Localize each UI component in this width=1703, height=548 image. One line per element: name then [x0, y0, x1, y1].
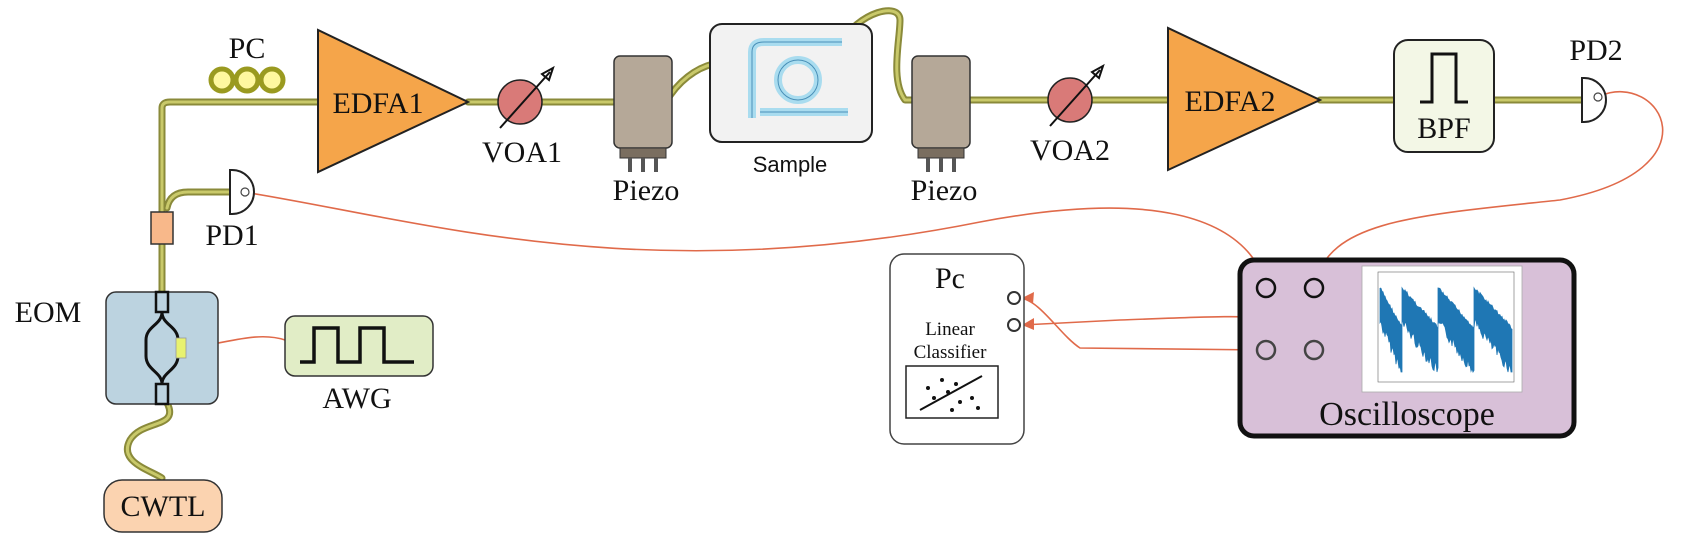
pc-computer-label: Pc	[935, 262, 965, 295]
awg-generator: AWG	[284, 315, 434, 415]
cwtl-laser: CWTL	[103, 479, 223, 533]
pc-input-port-2	[1007, 318, 1021, 332]
eom-label: EOM	[15, 296, 82, 329]
fiber-eom-edfa1-core	[160, 100, 324, 294]
voa1-attenuator: VOA1	[482, 65, 562, 169]
oscilloscope-trace-icon	[1361, 265, 1523, 393]
fiber-sample-piezo-right-core	[836, 9, 927, 102]
piezo-stage-icon	[911, 55, 971, 149]
laser-icon	[103, 479, 223, 533]
edfa1-label: EDFA1	[332, 87, 423, 120]
wire-pd1-oscilloscope	[243, 191, 1266, 281]
cwtl-label: CWTL	[121, 490, 206, 523]
voa1-label: VOA1	[482, 136, 562, 169]
sample-label: Sample	[753, 152, 828, 177]
pc-polarization-label: PC	[229, 32, 266, 65]
ring-resonator-icon	[748, 38, 848, 118]
eom-modulator: EOM	[15, 290, 219, 406]
photodiode-pd1: PD1	[205, 169, 259, 252]
polarization-controller-icon	[208, 66, 286, 94]
awg-label: AWG	[322, 382, 391, 415]
attenuator-icon	[1047, 77, 1093, 123]
piezo-stage-icon	[613, 55, 673, 149]
pd2-label: PD2	[1569, 34, 1622, 67]
piezo-right: Piezo	[911, 55, 978, 207]
bandpass-filter: BPF	[1393, 39, 1495, 153]
piezo-left-label: Piezo	[613, 174, 680, 207]
bandpass-filter-icon	[1420, 52, 1468, 104]
pd1-label: PD1	[205, 219, 258, 252]
piezo-left: Piezo	[613, 55, 680, 207]
oscilloscope-output-2	[1303, 339, 1325, 361]
scatter-classifier-icon	[905, 365, 999, 419]
amplifier-icon	[1167, 26, 1323, 172]
classifier-label-line2: Classifier	[914, 342, 987, 363]
fiber-coupler	[150, 211, 174, 245]
piezo-right-label: Piezo	[911, 174, 978, 207]
oscilloscope-input-ch2	[1303, 277, 1325, 299]
photodiode-icon	[1581, 77, 1607, 123]
edfa2-amplifier: EDFA2	[1167, 26, 1323, 172]
oscilloscope: Oscilloscope	[1237, 257, 1577, 439]
voa2-attenuator: VOA2	[1030, 63, 1110, 167]
oscilloscope-input-ch1	[1255, 277, 1277, 299]
pc-computer: Pc Linear Classifier	[889, 253, 1025, 445]
pc-input-port-1	[1007, 291, 1021, 305]
classifier-label-line1: Linear	[925, 319, 975, 340]
edfa1-amplifier: EDFA1	[317, 28, 471, 174]
wire-pd2-oscilloscope	[1315, 90, 1664, 283]
oscilloscope-output-1	[1255, 339, 1277, 361]
bpf-label: BPF	[1417, 112, 1470, 145]
arrow-osc-pc-1	[1022, 292, 1034, 304]
photodiode-pd2: PD2	[1569, 34, 1623, 123]
fiber-coupler-pd1-core	[165, 190, 234, 210]
edfa2-label: EDFA2	[1184, 85, 1275, 118]
amplifier-icon	[317, 28, 471, 174]
modulator-icon	[144, 290, 187, 406]
arrow-osc-pc-2	[1022, 318, 1034, 330]
voa2-label: VOA2	[1030, 134, 1110, 167]
oscilloscope-label: Oscilloscope	[1319, 396, 1495, 433]
sample-chip: Sample	[709, 23, 873, 177]
square-wave-icon	[300, 326, 414, 364]
attenuator-icon	[497, 79, 543, 125]
